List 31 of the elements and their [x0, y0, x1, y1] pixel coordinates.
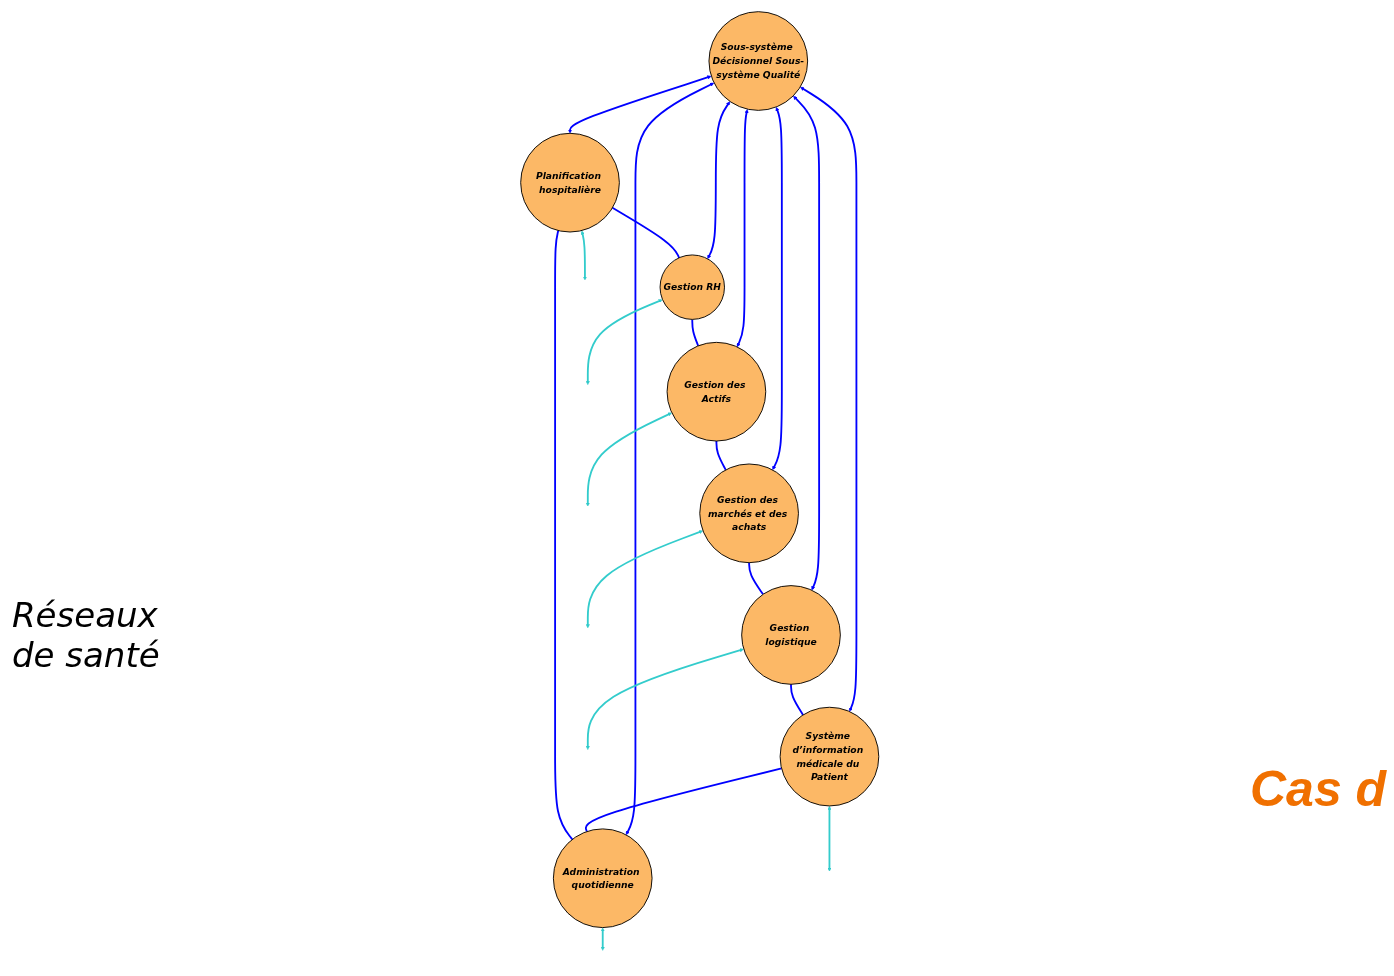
node-circle: Gestion logistique — [741, 585, 842, 685]
connector — [748, 561, 765, 596]
node-circle: Gestion des Actifs — [666, 341, 767, 442]
connector — [790, 683, 805, 716]
arrow — [600, 927, 605, 951]
arrow — [793, 95, 821, 591]
arrow — [581, 230, 588, 281]
arrow — [586, 648, 744, 750]
node-circle: Administration quotidienne — [553, 828, 653, 929]
arrow — [586, 299, 663, 385]
node-circle: Gestion RH — [659, 254, 726, 320]
node-circle: Système d’information médicale du Patient — [779, 706, 880, 807]
connector — [611, 206, 681, 259]
arrow — [827, 805, 832, 872]
caption-text: Réseaux de santé — [12, 595, 161, 675]
connector — [715, 440, 727, 471]
arrow — [568, 75, 712, 134]
arrow — [800, 86, 858, 712]
connector — [554, 229, 574, 841]
connector — [691, 318, 700, 347]
node-circle: Planification hospitalière — [520, 132, 621, 233]
node-circle: Gestion des marchés et des achats — [699, 463, 800, 564]
arrow — [626, 82, 715, 835]
arrow — [586, 530, 704, 629]
arrow — [707, 101, 731, 259]
arrow — [586, 412, 673, 507]
decorative-heading: Cas d — [1250, 760, 1387, 818]
connector — [585, 767, 783, 833]
arrow — [737, 109, 749, 348]
node-circle: Sous-système Décisionnel Sous-système Qualité — [708, 11, 809, 111]
arrow — [772, 107, 783, 471]
